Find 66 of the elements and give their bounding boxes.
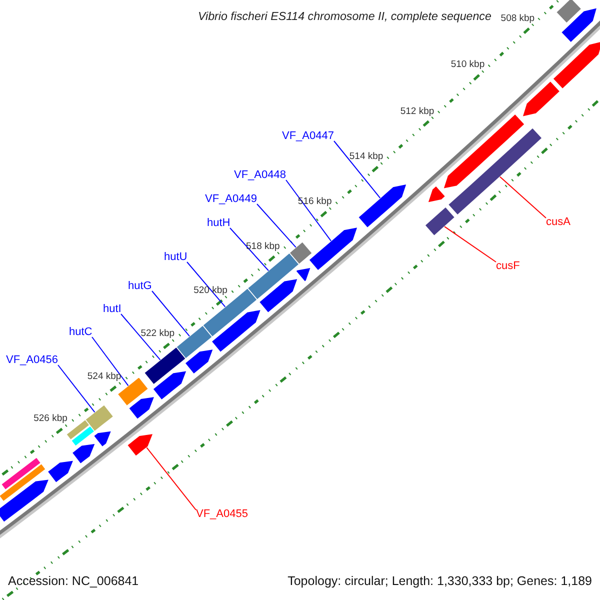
map-title: Vibrio fischeri ES114 chromosome II, complete sequence: [198, 10, 492, 24]
leader-line: [286, 180, 332, 242]
gene-marker: [295, 266, 312, 282]
gene-bar: [144, 346, 186, 386]
gene-marker: [46, 460, 74, 484]
gene-bar: [176, 324, 213, 360]
leader-line: [152, 290, 190, 337]
gene-bar: [84, 404, 114, 432]
leader-line: [58, 364, 96, 413]
genome-info-text: Topology: circular; Length: 1,330,333 bp; Genes: 1,189: [288, 574, 592, 588]
gene-marker: [184, 348, 214, 375]
tick-label: 508 kbp: [500, 14, 535, 25]
gene-bar: [0, 463, 46, 502]
gene-label: cusF: [496, 260, 520, 273]
gene-marker: [442, 113, 526, 190]
gene-bar: [288, 241, 313, 265]
gene-marker: [560, 7, 598, 44]
gene-label: hutU: [164, 251, 188, 264]
leader-line: [230, 228, 269, 272]
gene-marker: [128, 396, 156, 420]
gene-bar: [448, 127, 543, 216]
gene-label: VF_A0449: [205, 193, 257, 206]
gene-label: hutI: [103, 303, 122, 316]
gene-bar: [0, 456, 42, 490]
gene-marker: [152, 370, 188, 400]
tick-label: 518 kbp: [246, 242, 280, 253]
gene-label: VF_A0448: [234, 169, 286, 182]
gene-label: VF_A0456: [6, 354, 58, 367]
gene-label: hutH: [207, 217, 230, 230]
tick-label: 524 kbp: [87, 372, 122, 383]
leader-line: [120, 314, 161, 360]
leader-line: [256, 204, 296, 248]
gene-bar: [66, 419, 90, 440]
gene-marker: [522, 80, 561, 118]
leader-line: [146, 447, 196, 510]
leader-line: [186, 262, 226, 308]
gene-label: hutG: [128, 280, 152, 293]
gene-bar: [556, 0, 582, 24]
gene-marker: [71, 443, 96, 464]
gene-bar: [424, 206, 456, 236]
gene-label: VF_A0447: [282, 130, 334, 143]
gene-marker: [308, 226, 358, 272]
gene-marker: [0, 478, 50, 523]
gene-marker: [93, 430, 112, 448]
tick-label: 510 kbp: [450, 60, 485, 72]
gene-marker: [258, 278, 298, 314]
tick-label: 520 kbp: [194, 286, 228, 296]
gene-marker: [210, 309, 262, 353]
gene-marker: [358, 183, 408, 228]
leader-line: [334, 140, 381, 199]
gene-bar: [70, 425, 96, 447]
leader-line: [92, 336, 129, 386]
tick-label: 526 kbp: [34, 414, 68, 425]
tick-label: 512 kbp: [400, 106, 434, 118]
accession-text: Accession: NC_006841: [8, 574, 139, 588]
gene-marker: [552, 40, 600, 90]
tick-label: 514 kbp: [349, 152, 384, 164]
leader-line: [444, 226, 496, 262]
gene-label: hutC: [69, 326, 92, 339]
leader-line: [499, 176, 546, 218]
gene-label: VF_A0455: [196, 508, 248, 521]
tick-label: 522 kbp: [140, 328, 175, 340]
gene-label: cusA: [546, 216, 570, 229]
gene-marker: [126, 433, 154, 457]
gene-marker: [427, 185, 446, 204]
gene-bar: [246, 252, 300, 300]
